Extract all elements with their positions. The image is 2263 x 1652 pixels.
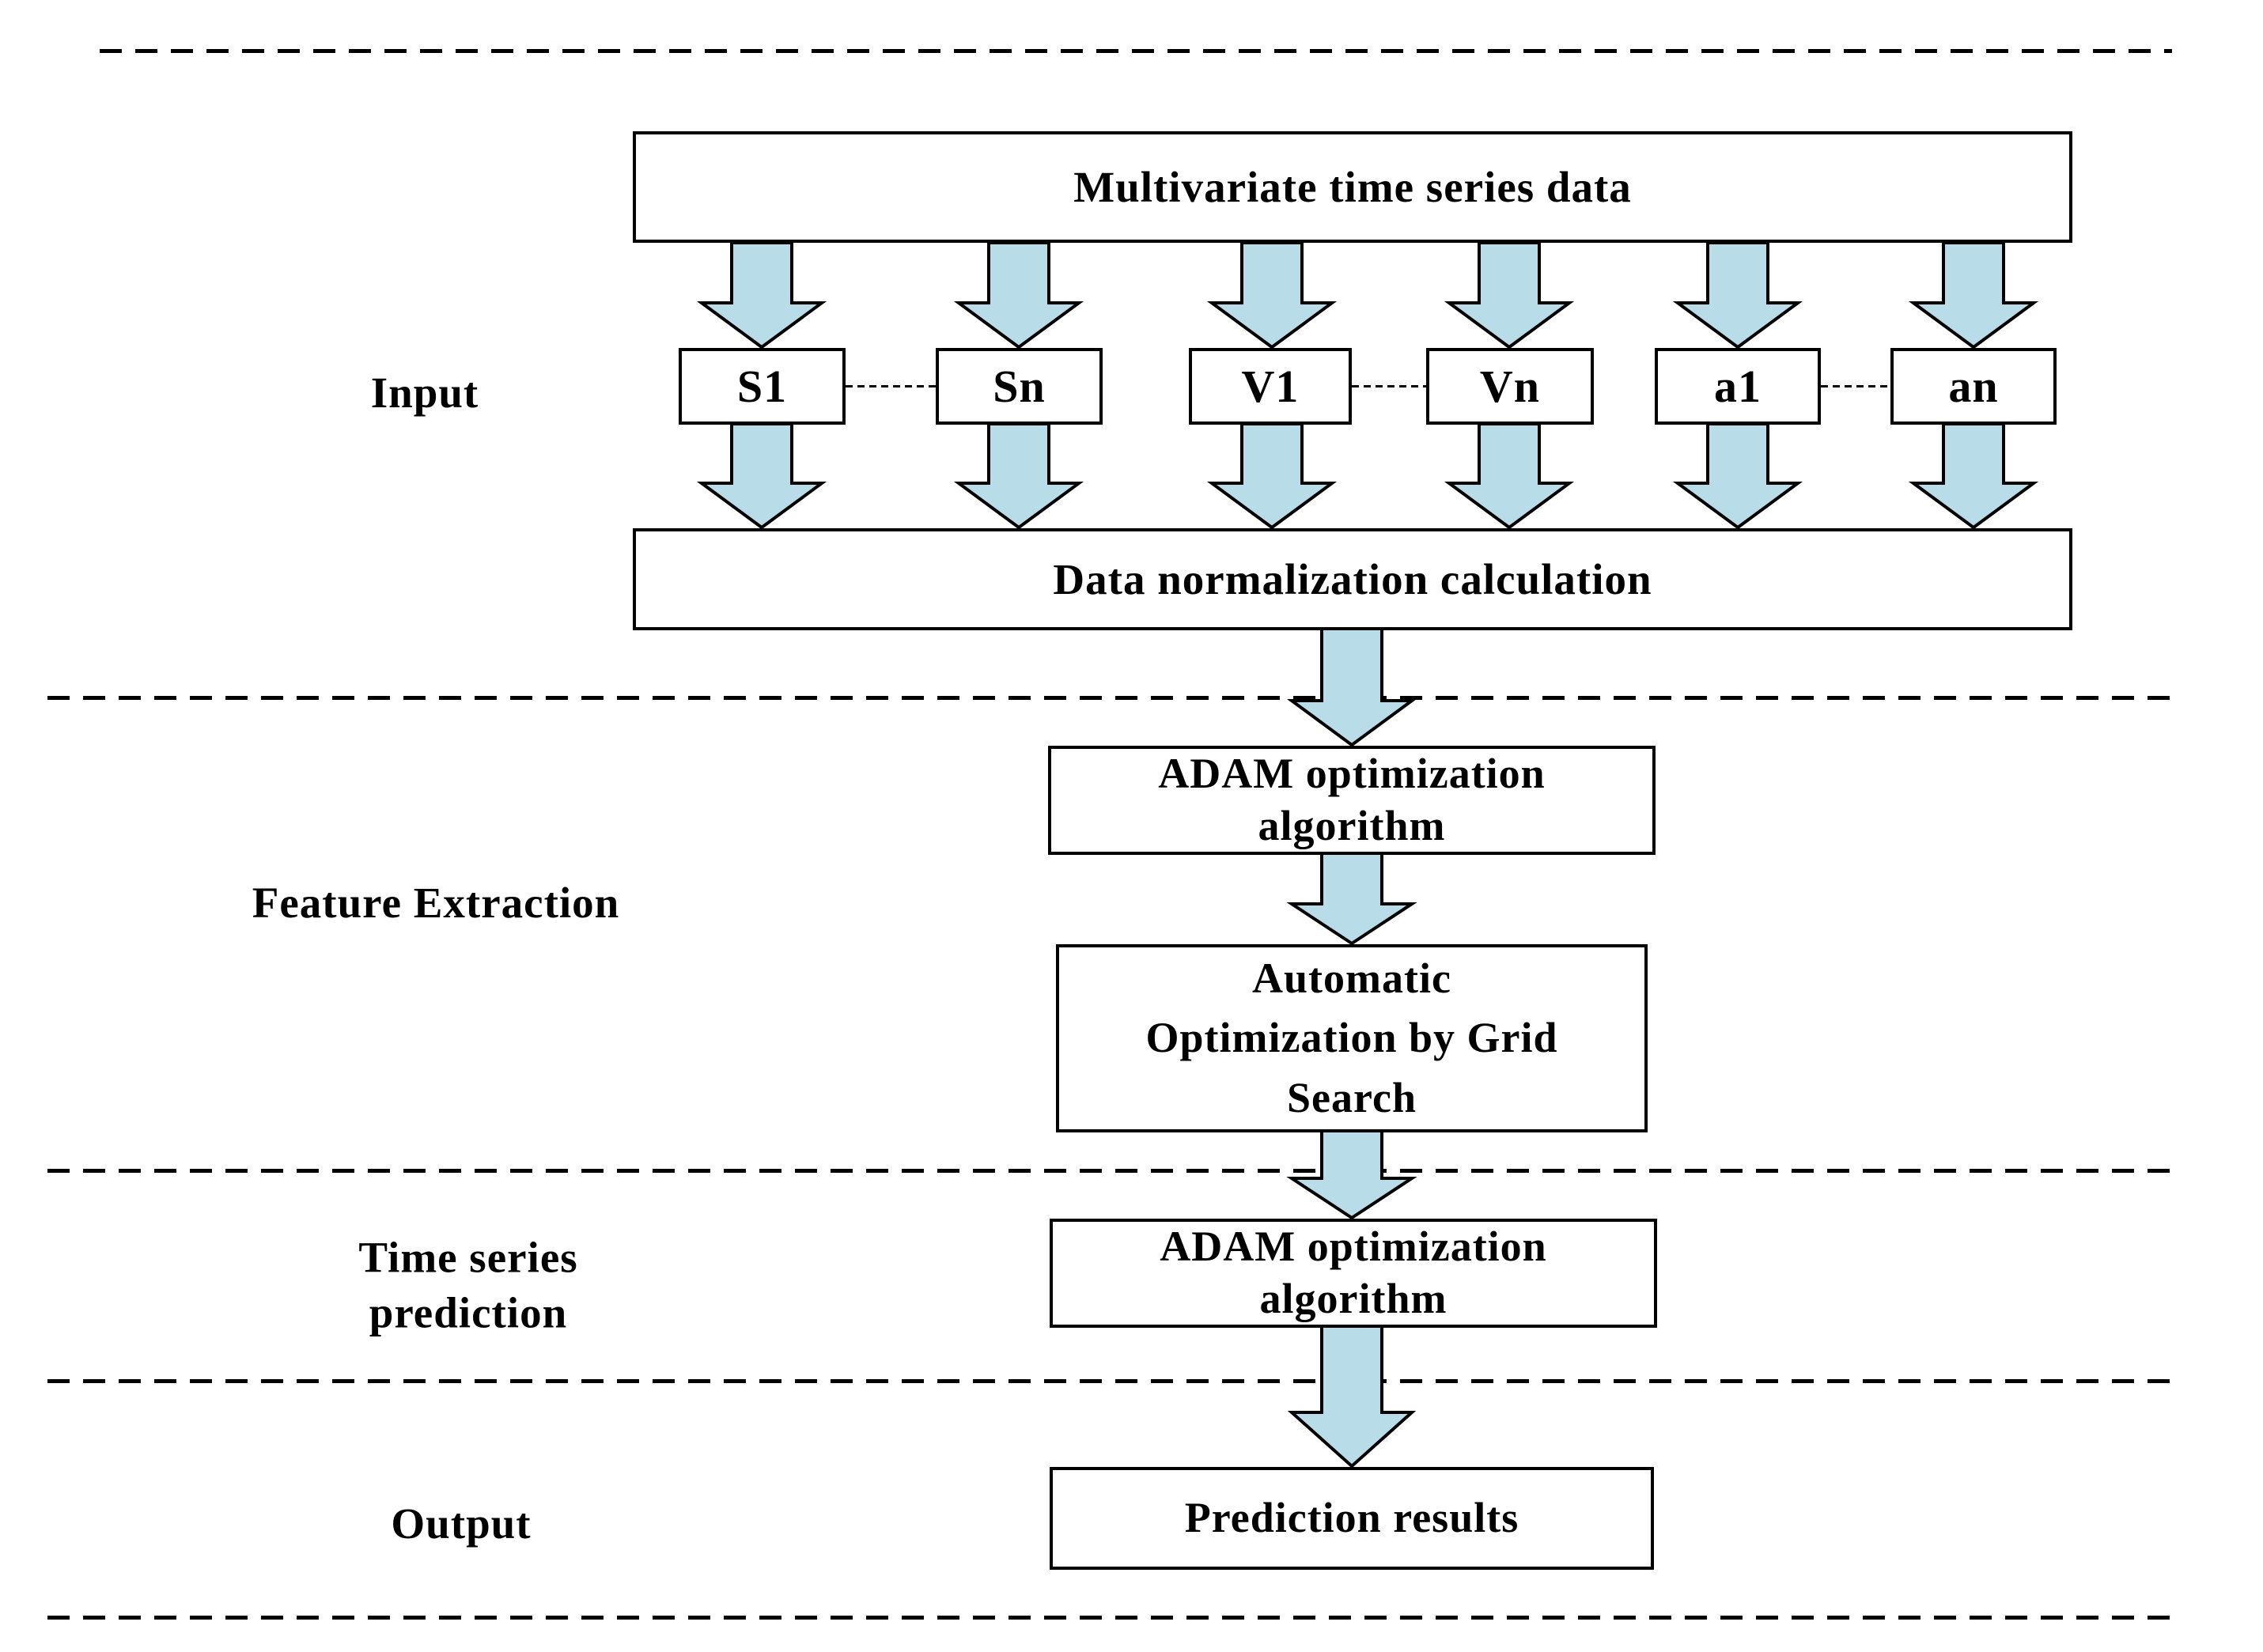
dashed-separator-feature-prediction <box>47 1169 2181 1173</box>
node-prediction-results: Prediction results <box>1050 1467 1654 1570</box>
node-input-vn: Vn <box>1426 348 1594 425</box>
node-grid-search-line2: Optimization by Grid <box>1145 1014 1558 1062</box>
stage-label-feature-extraction: Feature Extraction <box>252 875 620 931</box>
node-input-s1-text: S1 <box>736 361 788 412</box>
down-arrow-icon <box>1908 241 2039 350</box>
dotted-connector-s1-sn <box>846 385 936 387</box>
node-multivariate-data: Multivariate time series data <box>633 131 2072 243</box>
node-input-sn-text: Sn <box>993 361 1046 412</box>
dotted-connector-a1-an <box>1821 385 1890 387</box>
dotted-connector-v1-vn <box>1352 385 1426 387</box>
stage-label-time-series-line1: Time series <box>358 1233 578 1282</box>
dashed-separator-bottom <box>47 1616 2182 1620</box>
down-arrow-icon <box>1206 241 1338 350</box>
down-arrow-icon <box>1287 1325 1417 1469</box>
down-arrow-icon <box>1286 1129 1417 1220</box>
down-arrow-icon <box>953 241 1084 350</box>
down-arrow-icon <box>1908 422 2039 530</box>
down-arrow-icon <box>1672 422 1803 530</box>
down-arrow-icon <box>1672 241 1803 350</box>
node-input-s1: S1 <box>679 348 846 425</box>
down-arrow-icon <box>1286 627 1417 747</box>
dashed-separator-prediction-output <box>47 1379 2181 1383</box>
down-arrow-icon <box>1444 241 1575 350</box>
node-input-v1: V1 <box>1189 348 1352 425</box>
stage-label-time-series-prediction: Time series prediction <box>358 1230 577 1342</box>
node-input-vn-text: Vn <box>1479 361 1541 412</box>
down-arrow-icon <box>1206 422 1338 530</box>
down-arrow-icon <box>1286 852 1417 946</box>
stage-label-time-series-line2: prediction <box>369 1289 568 1337</box>
dashed-separator-top <box>100 49 2172 53</box>
node-input-v1-text: V1 <box>1241 361 1300 412</box>
node-adam-optimization-2: ADAM optimization algorithm <box>1050 1219 1657 1328</box>
node-input-an: an <box>1890 348 2057 425</box>
node-adam2-line1: ADAM optimization <box>1160 1223 1547 1271</box>
node-input-sn: Sn <box>936 348 1103 425</box>
node-input-a1: a1 <box>1655 348 1821 425</box>
node-grid-search-line1: Automatic <box>1252 954 1451 1002</box>
node-adam1-line2: algorithm <box>1258 802 1446 849</box>
node-grid-search-line3: Search <box>1287 1073 1417 1121</box>
stage-label-input-text: Input <box>370 368 479 417</box>
dashed-separator-input-feature <box>47 696 2181 700</box>
node-adam1-line1: ADAM optimization <box>1158 750 1546 798</box>
stage-label-input: Input <box>371 365 479 421</box>
node-data-normalization-text: Data normalization calculation <box>1053 555 1652 603</box>
down-arrow-icon <box>953 422 1084 530</box>
stage-label-feature-text: Feature Extraction <box>252 878 620 927</box>
node-adam2-line2: algorithm <box>1259 1275 1447 1322</box>
down-arrow-icon <box>696 241 827 350</box>
down-arrow-icon <box>1444 422 1575 530</box>
node-prediction-results-text: Prediction results <box>1184 1494 1519 1542</box>
node-input-a1-text: a1 <box>1714 361 1762 412</box>
node-multivariate-data-text: Multivariate time series data <box>1073 163 1632 211</box>
node-adam-optimization-1: ADAM optimization algorithm <box>1048 746 1656 855</box>
node-data-normalization: Data normalization calculation <box>633 528 2072 630</box>
node-grid-search-optimization: Automatic Optimization by Grid Search <box>1056 944 1648 1132</box>
node-input-an-text: an <box>1948 361 1999 412</box>
stage-label-output-text: Output <box>391 1499 532 1548</box>
down-arrow-icon <box>696 422 827 530</box>
stage-label-output: Output <box>391 1496 531 1552</box>
